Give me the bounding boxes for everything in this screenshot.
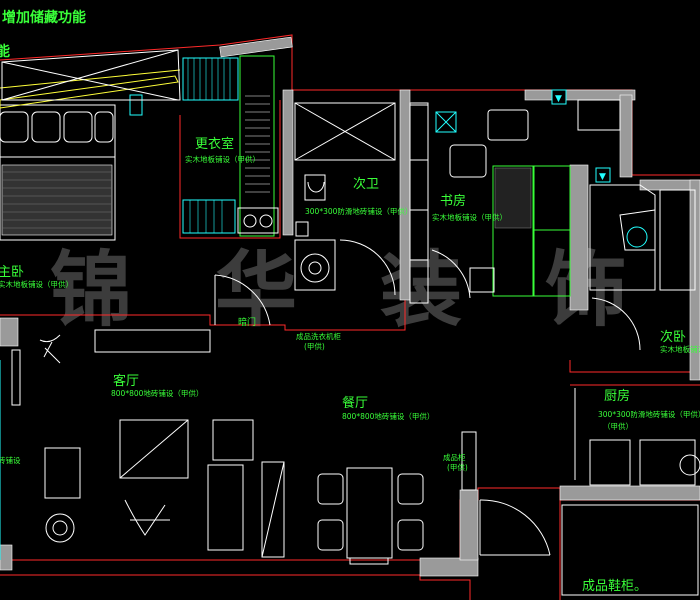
room-label-living: 客厅 — [113, 373, 139, 389]
washer-note: 成品洗衣机柜 — [296, 331, 341, 341]
bedroom-marker-icon: ▼ — [599, 172, 606, 182]
floor-note-living: 800*800地砖铺设（甲供） — [111, 388, 203, 398]
floor-note-left: 砖铺设 — [0, 455, 21, 465]
master-bedroom: 主卧 实木地板铺设（甲供） — [0, 49, 271, 326]
room-label-study: 书房 — [440, 193, 466, 209]
second-bathroom: 次卫 300*300防滑地砖铺设（甲供） 成品洗衣机柜 (甲供) — [294, 102, 412, 351]
study-marker-icon: ▼ — [555, 94, 562, 104]
floor-note-second-bed: 实木地板铺设 — [660, 344, 700, 354]
living-room: 客厅 800*800地砖铺设（甲供） 砖铺设 暗门 — [0, 316, 285, 560]
dining-room: 餐厅 800*800地砖铺设（甲供） 成品柜 (甲供) — [317, 395, 477, 565]
pillow-icons — [0, 111, 114, 143]
dark-door-label: 暗门 — [238, 316, 256, 328]
floor-note-dining: 800*800地砖铺设（甲供） — [342, 411, 434, 421]
washer-note-sub: (甲供) — [304, 341, 325, 351]
watermark-char-3: 装 — [380, 242, 462, 338]
wardrobe-room: 更衣室 实木地板铺设（甲供） — [182, 55, 279, 237]
room-label-kitchen: 厨房 — [604, 388, 630, 404]
cabinet-note-sub: (甲供) — [447, 462, 468, 472]
watermark: 锦 华 装 饰 — [50, 242, 627, 338]
watermark-char-1: 锦 — [50, 242, 132, 338]
floor-note-master: 实木地板铺设（甲供） — [0, 279, 73, 289]
floor-note-kitchen-sub: （甲供） — [603, 421, 633, 431]
callout-storage: 增加储藏功能 — [2, 9, 86, 26]
floor-note-study: 实木地板铺设（甲供） — [432, 212, 507, 222]
entrance — [479, 499, 699, 596]
watermark-char-2: 华 — [215, 242, 297, 338]
kitchen: 厨房 300*300防滑地砖铺设（甲供） （甲供） — [574, 388, 700, 486]
floor-note-wardrobe: 实木地板铺设（甲供） — [185, 154, 260, 164]
room-label-dining: 餐厅 — [342, 395, 368, 411]
study-room: ▼ 书房 实木地板铺设（甲供） — [409, 89, 621, 304]
cabinet-note: 成品柜 — [443, 452, 466, 462]
callout-shoe-cabinet: 成品鞋柜。 — [582, 578, 647, 594]
room-label-master: 主卧 — [0, 265, 24, 280]
callout-fragment: 能 — [0, 43, 10, 60]
room-label-wardrobe: 更衣室 — [195, 136, 234, 152]
room-label-second-bed: 次卧 — [660, 329, 686, 345]
second-bedroom: ▼ 次卧 实木地板铺设 — [589, 167, 700, 354]
floor-note-second-bath: 300*300防滑地砖铺设（甲供） — [305, 206, 412, 216]
room-label-second-bath: 次卫 — [353, 176, 379, 192]
floor-note-kitchen: 300*300防滑地砖铺设（甲供） — [598, 409, 700, 419]
